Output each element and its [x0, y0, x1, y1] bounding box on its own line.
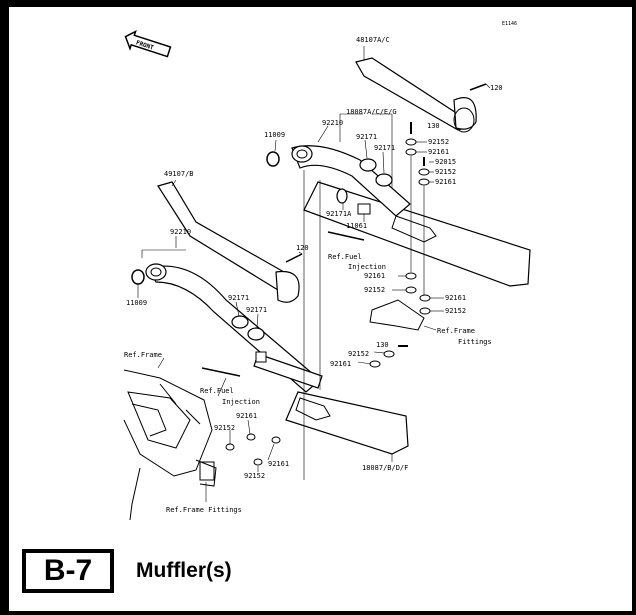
frame-border-left [0, 0, 9, 615]
washer-92161-f [246, 433, 256, 441]
label-92210-lower: 92210 [170, 228, 191, 236]
label-92171-c: 92171 [228, 294, 249, 302]
label-ref-frame-2: Ref.Frame [124, 351, 162, 359]
washer-92161-a [405, 148, 417, 156]
washer-92152-d [419, 307, 431, 315]
label-92171-d: 92171 [246, 306, 267, 314]
washer-92152-e [383, 350, 395, 358]
clamp-92171-a [359, 158, 377, 172]
screw-120-lower [285, 253, 303, 263]
upper-muffler-bracket [391, 215, 437, 243]
lower-muffler-bracket [295, 397, 331, 421]
label-92161-b: 92161 [435, 178, 456, 186]
label-ref-fuel-2b: Injection [222, 398, 260, 406]
lower-connecting-pipe [253, 353, 323, 389]
label-92152-c: 92152 [364, 286, 385, 294]
label-ref-frame-3: Ref.Frame Fittings [166, 506, 242, 514]
figure-id: E1146 [502, 21, 517, 27]
label-92161-c: 92161 [364, 272, 385, 280]
washer-92152-f [225, 443, 235, 451]
washer-92161-g [271, 436, 281, 444]
lower-sensor-lead [201, 367, 241, 377]
washer-92161-b [418, 178, 430, 186]
lower-pipe-flange-inner [150, 267, 162, 277]
section-code-badge: B-7 [22, 549, 114, 593]
clamp-92171-b [375, 173, 393, 187]
frame-sketch [123, 369, 217, 521]
leader-lines [137, 46, 491, 502]
label-92161-a: 92161 [428, 148, 449, 156]
label-48107: 48107A/C [356, 36, 390, 44]
label-92152-a: 92152 [428, 138, 449, 146]
clamp-92171-d [247, 327, 265, 341]
label-ref-fuel-1a: Ref.Fuel [328, 253, 362, 261]
label-92171A: 92171A [326, 210, 352, 218]
label-18087a: 18087A/C/E/G [346, 108, 397, 116]
label-ref-frame-1a: Ref.Frame [437, 327, 475, 335]
washer-92161-c [405, 272, 417, 280]
frame-border-top [0, 0, 636, 7]
frame-border-bottom [0, 611, 636, 615]
upper-heat-cover [355, 57, 474, 131]
clamp-92171-c [231, 315, 249, 329]
upper-exhaust-pipe [291, 145, 411, 217]
label-92171-a: 92171 [356, 133, 377, 141]
label-11009-upper: 11009 [264, 131, 285, 139]
label-92152-e: 92152 [348, 350, 369, 358]
washer-92152-b [418, 168, 430, 176]
label-92152-g: 92152 [244, 472, 265, 480]
label-130-lower: 130 [376, 341, 389, 349]
label-92152-d: 92152 [445, 307, 466, 315]
gasket-11009-upper [266, 151, 280, 167]
lower-pipe-flange [145, 263, 167, 281]
label-49107: 49107/B [164, 170, 194, 178]
label-92161-e: 92161 [330, 360, 351, 368]
label-92210-upper: 92210 [322, 119, 343, 127]
label-18087b: 18087/B/D/F [362, 464, 408, 472]
upper-sensor-lead [327, 231, 365, 241]
section-title: Muffler(s) [136, 559, 232, 582]
washer-92152-g [253, 458, 263, 466]
label-92152-f: 92152 [214, 424, 235, 432]
label-11009-lower: 11009 [126, 299, 147, 307]
label-120-lower: 120 [296, 244, 309, 252]
label-120-upper: 120 [490, 84, 503, 92]
label-ref-fuel-2a: Ref.Fuel [200, 387, 234, 395]
frame-border-right [632, 0, 636, 615]
section-title-block: B-7 Muffler(s) [22, 541, 282, 601]
screw-120-upper [469, 83, 487, 91]
lower-sensor-plug [255, 351, 267, 363]
washer-92161-d [419, 294, 431, 302]
label-92015: 92015 [435, 158, 456, 166]
lower-heat-cover-clamp [275, 270, 300, 303]
front-arrow-icon: FRONT [124, 30, 172, 58]
label-11061: 11061 [346, 222, 367, 230]
washer-92152-a [405, 138, 417, 146]
upper-clamp-ring [453, 107, 475, 133]
clamp-92171A [336, 188, 348, 204]
label-92161-f: 92161 [236, 412, 257, 420]
label-92152-b: 92152 [435, 168, 456, 176]
upper-pipe-flange-inner [296, 149, 308, 159]
washer-92152-c [405, 286, 417, 294]
label-ref-frame-1b: Fittings [458, 338, 492, 346]
upper-heat-cover-clamp [453, 97, 477, 130]
label-130-upper: 130 [427, 122, 440, 130]
washer-92161-e [369, 360, 381, 368]
label-92171-b: 92171 [374, 144, 395, 152]
label-ref-fuel-1b: Injection [348, 263, 386, 271]
label-92161-g: 92161 [268, 460, 289, 468]
upper-pipe-flange [291, 145, 313, 163]
label-92161-d: 92161 [445, 294, 466, 302]
frame-fitting-bracket-upper [369, 299, 425, 331]
collar-11061 [357, 203, 371, 215]
gasket-11009-lower [131, 269, 145, 285]
